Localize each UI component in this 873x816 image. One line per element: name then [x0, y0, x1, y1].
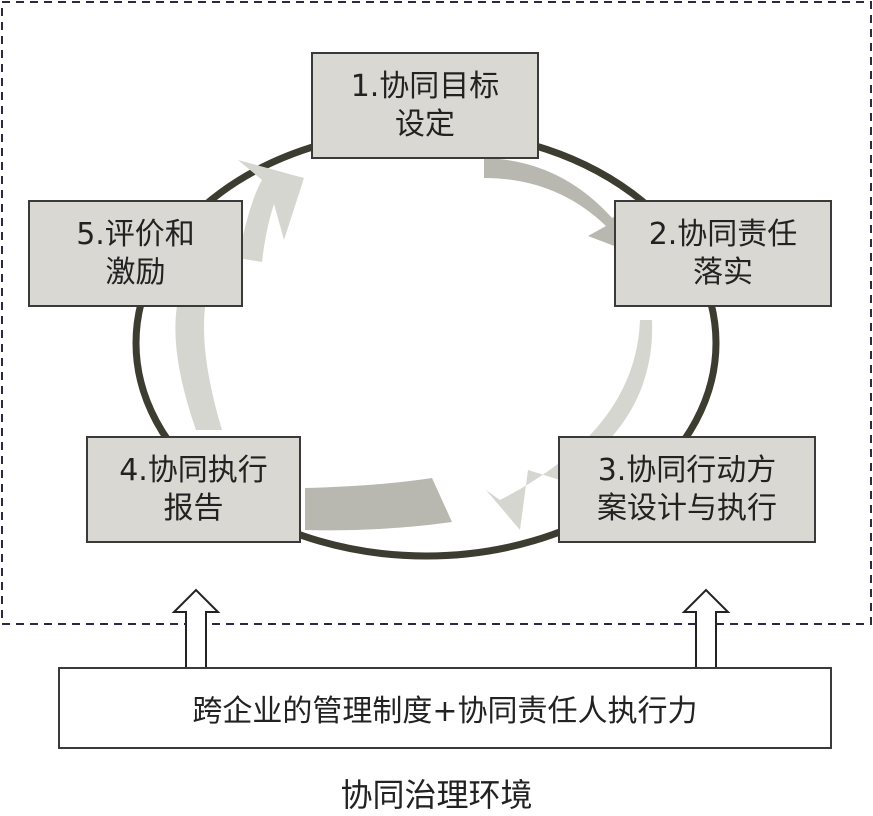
step-2-line1: 2.协同责任 — [648, 216, 798, 252]
diagram-caption: 协同治理环境 — [340, 776, 533, 814]
step-5-line2: 激励 — [105, 254, 166, 290]
step-1-line2: 设定 — [395, 106, 455, 142]
step-3-line1: 3.协同行动方 — [597, 452, 777, 488]
step-4-line1: 4.协同执行 — [119, 452, 268, 488]
foundation-box: 跨企业的管理制度+协同责任人执行力 — [58, 667, 832, 749]
cycle-arrow-1-2 — [484, 158, 636, 252]
support-arrow-right — [681, 588, 731, 667]
step-2-box: 2.协同责任 落实 — [614, 200, 832, 307]
step-3-box: 3.协同行动方 案设计与执行 — [558, 436, 816, 543]
step-3-line2: 案设计与执行 — [597, 490, 777, 526]
step-2-line2: 落实 — [693, 254, 753, 290]
step-5-box: 5.评价和 激励 — [28, 200, 243, 307]
cycle-arrow-5-1 — [238, 160, 304, 262]
cycle-arrow-3-4 — [305, 478, 452, 531]
cycle-arrow-4-5 — [175, 300, 222, 430]
step-1-line1: 1.协同目标 — [350, 68, 500, 104]
cycle-arrow-2-3 — [486, 320, 653, 530]
step-5-line1: 5.评价和 — [76, 216, 195, 252]
step-4-box: 4.协同执行 报告 — [86, 436, 301, 543]
step-1-box: 1.协同目标 设定 — [311, 52, 539, 159]
environment-frame — [1, 1, 872, 625]
step-4-line2: 报告 — [163, 490, 224, 526]
support-arrow-left — [171, 588, 221, 667]
foundation-label: 跨企业的管理制度+协同责任人执行力 — [192, 694, 698, 729]
